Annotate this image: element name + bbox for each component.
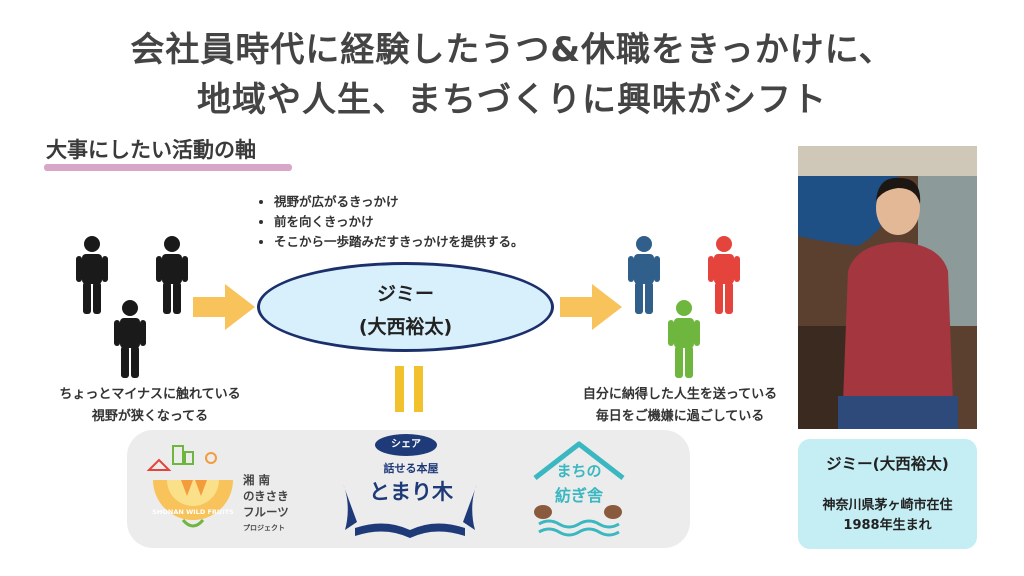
person-icon <box>628 236 660 314</box>
right-caption-line: 自分に納得した人生を送っている <box>582 387 778 402</box>
bullet-item: そこから一歩踏みだすきっかけを提供する。 <box>274 232 524 252</box>
title-line-1: 会社員時代に経験したうつ&休職をきっかけに、 <box>130 30 894 70</box>
house-logo-icon <box>533 441 625 537</box>
bullet-item: 前を向くきっかけ <box>274 212 524 232</box>
profile-residence: 神奈川県茅ヶ崎市在住 <box>822 498 953 513</box>
section-underline <box>44 164 292 171</box>
person-icon <box>76 236 108 314</box>
profile-name: ジミー(大西裕太) <box>826 455 949 473</box>
left-caption-line: 視野が狭くなってる <box>91 409 209 424</box>
profile-card: ジミー(大西裕太) 神奈川県茅ヶ崎市在住 1988年生まれ <box>798 439 977 549</box>
person-icon <box>708 236 740 314</box>
arrow-right-icon <box>560 284 622 330</box>
section-heading: 大事にしたい活動の軸 <box>46 138 256 162</box>
right-people-icons <box>628 236 740 378</box>
fruit-logo-line: フルーツ <box>243 505 289 519</box>
tomarigi-sub: 話せる本屋 <box>383 462 439 475</box>
title-line-2: 地域や人生、まちづくりに興味がシフト <box>197 80 827 120</box>
person-icon <box>668 300 700 378</box>
person-icon <box>156 236 188 314</box>
equals-sign <box>395 366 423 412</box>
book-birds-icon <box>343 484 477 538</box>
fruit-logo-line: のきさき <box>243 489 289 503</box>
machi-line-2: 紡ぎ舎 <box>554 486 603 505</box>
left-people-icons <box>76 236 188 378</box>
fruit-logo-icon <box>146 445 233 528</box>
fruit-logo-line: 湘 南 <box>243 473 271 487</box>
tomarigi-main: とまり木 <box>369 480 453 504</box>
center-fullname: (大西裕太) <box>358 316 453 338</box>
right-caption-line: 毎日をご機嫌に過ごしている <box>595 409 765 424</box>
profile-photo <box>798 146 977 429</box>
fruit-logo-line: プロジェクト <box>243 524 285 532</box>
arrow-right-icon <box>193 284 255 330</box>
right-caption: 自分に納得した人生を送っている 毎日をご機嫌に過ごしている <box>555 384 805 428</box>
tomarigi-badge: シェア <box>375 434 437 456</box>
machi-line-1: まちの <box>556 462 602 480</box>
person-icon <box>114 300 146 378</box>
bullet-item: 視野が広がるきっかけ <box>274 192 524 212</box>
profile-born: 1988年生まれ <box>843 518 932 533</box>
left-caption: ちょっとマイナスに触れている 視野が狭くなってる <box>30 384 270 428</box>
fruit-logo-text: 湘 南 のきさき フルーツ プロジェクト <box>243 472 289 536</box>
logos-panel: SHONAN WILD FRUITS 湘 南 のきさき フルーツ プロジェクト … <box>127 430 690 548</box>
left-caption-line: ちょっとマイナスに触れている <box>59 387 241 402</box>
person-photo-icon <box>798 146 977 429</box>
center-ellipse: ジミー (大西裕太) <box>257 262 554 352</box>
center-name: ジミー <box>376 283 434 305</box>
fruit-logo-ring-text: SHONAN WILD FRUITS <box>152 508 234 516</box>
bullet-list: 視野が広がるきっかけ 前を向くきっかけ そこから一歩踏みだすきっかけを提供する。 <box>260 192 524 252</box>
